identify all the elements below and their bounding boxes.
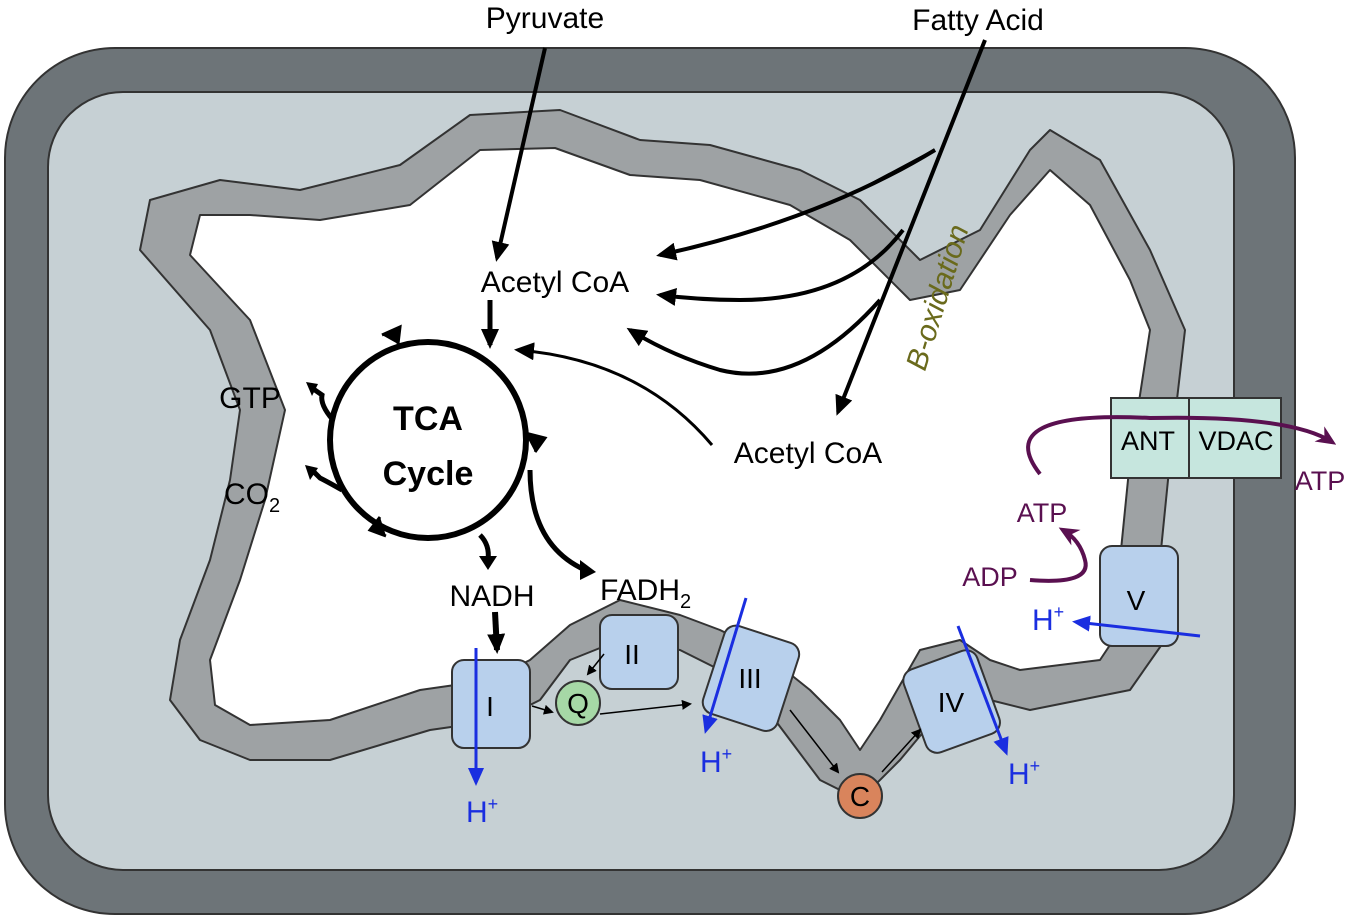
proton-arrow-complex-iv bbox=[956, 625, 1009, 756]
fatty-acid-label: Fatty Acid bbox=[912, 4, 1044, 37]
acetyl-coa-top-label: Acetyl CoA bbox=[481, 266, 629, 299]
complex-i-label: I bbox=[486, 691, 494, 722]
e-flow-c-iv bbox=[881, 728, 922, 773]
beta-oxidation-branch-3 bbox=[626, 298, 882, 376]
atp-cytosol-label: ATP bbox=[1295, 466, 1346, 496]
fadh2-label: FADH2 bbox=[600, 574, 691, 613]
ant-transporter bbox=[1110, 397, 1190, 479]
complex-iii-group bbox=[701, 624, 801, 732]
c-label: C bbox=[850, 781, 870, 812]
adp-to-atp-arrow bbox=[1029, 527, 1088, 583]
beta-oxidation-inner-line bbox=[859, 148, 936, 192]
ant-label: ANT bbox=[1121, 426, 1175, 456]
tca-label-line1: TCA bbox=[393, 400, 463, 438]
gtp-arrowhead bbox=[306, 382, 318, 396]
atp-export-arrow bbox=[1026, 415, 1337, 476]
co2-arrowhead bbox=[305, 465, 318, 480]
tca-label-line2: Cycle bbox=[383, 455, 474, 493]
atp-matrix-label: ATP bbox=[1017, 498, 1068, 528]
fadh2-arrowhead bbox=[580, 560, 596, 580]
nadh-to-complex-i-arrow bbox=[487, 611, 506, 654]
tca-tick-right bbox=[524, 431, 548, 453]
nadh-arrowhead bbox=[479, 556, 497, 570]
gtp-label: GTP bbox=[219, 382, 281, 415]
proton-arrow-complex-iii bbox=[702, 597, 748, 734]
co2-label: CO2 bbox=[224, 478, 280, 517]
nadh-label: NADH bbox=[449, 580, 534, 613]
gtp-output-arrow bbox=[310, 385, 335, 422]
co2-output-arrow bbox=[310, 468, 344, 493]
e-flow-iii-c bbox=[789, 709, 840, 774]
adp-label: ADP bbox=[962, 562, 1018, 592]
complex-ii-label: II bbox=[624, 639, 640, 670]
tca-cycle-ring bbox=[327, 339, 529, 541]
complex-v-label: V bbox=[1127, 585, 1146, 616]
complex-v bbox=[1099, 545, 1179, 647]
h-plus-complex-iii: H+ bbox=[700, 744, 732, 779]
complex-ii bbox=[599, 614, 679, 690]
coenzyme-q bbox=[555, 680, 601, 726]
h-plus-complex-i: H+ bbox=[466, 794, 498, 829]
tca-tick-top bbox=[381, 324, 402, 345]
q-label: Q bbox=[567, 688, 589, 719]
cytochrome-c bbox=[837, 773, 883, 819]
acetyl-coa-to-tca-arrow bbox=[514, 342, 714, 446]
vdac-label: VDAC bbox=[1198, 426, 1273, 456]
e-flow-ii-q bbox=[586, 653, 605, 676]
proton-arrow-complex-v bbox=[1072, 615, 1201, 638]
e-flow-q-iii bbox=[599, 699, 692, 715]
complex-iii bbox=[701, 624, 801, 732]
fatty-acid-arrow bbox=[835, 39, 987, 416]
h-plus-complex-iv: H+ bbox=[1008, 756, 1040, 791]
fadh2-output-arrow bbox=[527, 469, 587, 573]
complex-iv-label: IV bbox=[938, 687, 965, 718]
pyruvate-label: Pyruvate bbox=[486, 2, 604, 35]
vdac-transporter bbox=[1188, 397, 1282, 479]
acetyl-coa-right-label: Acetyl CoA bbox=[734, 437, 882, 470]
tca-tick-bottom bbox=[367, 516, 387, 538]
pyruvate-arrow bbox=[491, 47, 547, 262]
h-plus-complex-v: H+ bbox=[1032, 602, 1064, 637]
complex-i bbox=[451, 659, 531, 749]
complex-iii-label: III bbox=[738, 663, 761, 694]
e-flow-i-q bbox=[531, 704, 554, 715]
beta-oxidation-branch-2 bbox=[656, 228, 905, 306]
